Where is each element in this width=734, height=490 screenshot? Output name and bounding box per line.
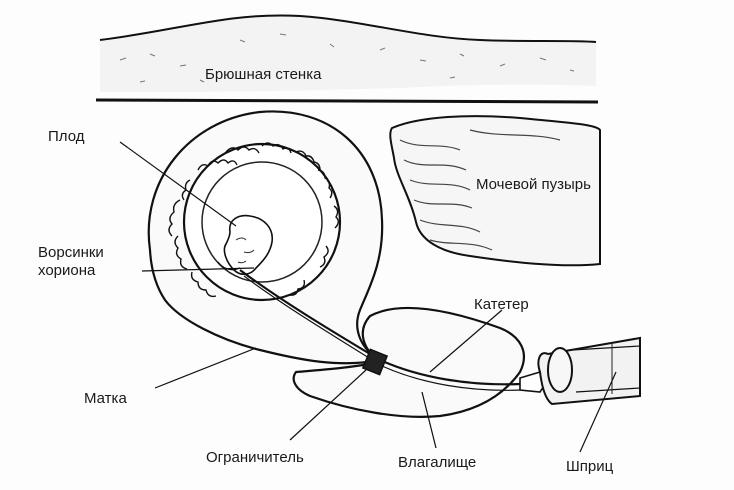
label-syringe: Шприц <box>566 458 614 475</box>
label-fetus: Плод <box>48 128 85 145</box>
label-catheter: Катетер <box>474 296 529 313</box>
syringe <box>519 336 641 406</box>
label-limiter: Ограничитель <box>206 449 304 466</box>
vagina <box>292 306 526 418</box>
label-bladder: Мочевой пузырь <box>476 176 591 193</box>
label-chorionic-villi: Ворсинки хориона <box>38 244 104 279</box>
bladder <box>389 115 601 267</box>
abdominal-wall <box>95 14 599 104</box>
chorionic-villi <box>168 142 339 298</box>
limiter <box>361 348 389 376</box>
label-abdominal-wall: Брюшная стенка <box>205 66 322 83</box>
label-vagina: Влагалище <box>398 454 477 471</box>
leader-lines <box>119 141 617 453</box>
label-uterus: Матка <box>84 390 127 407</box>
